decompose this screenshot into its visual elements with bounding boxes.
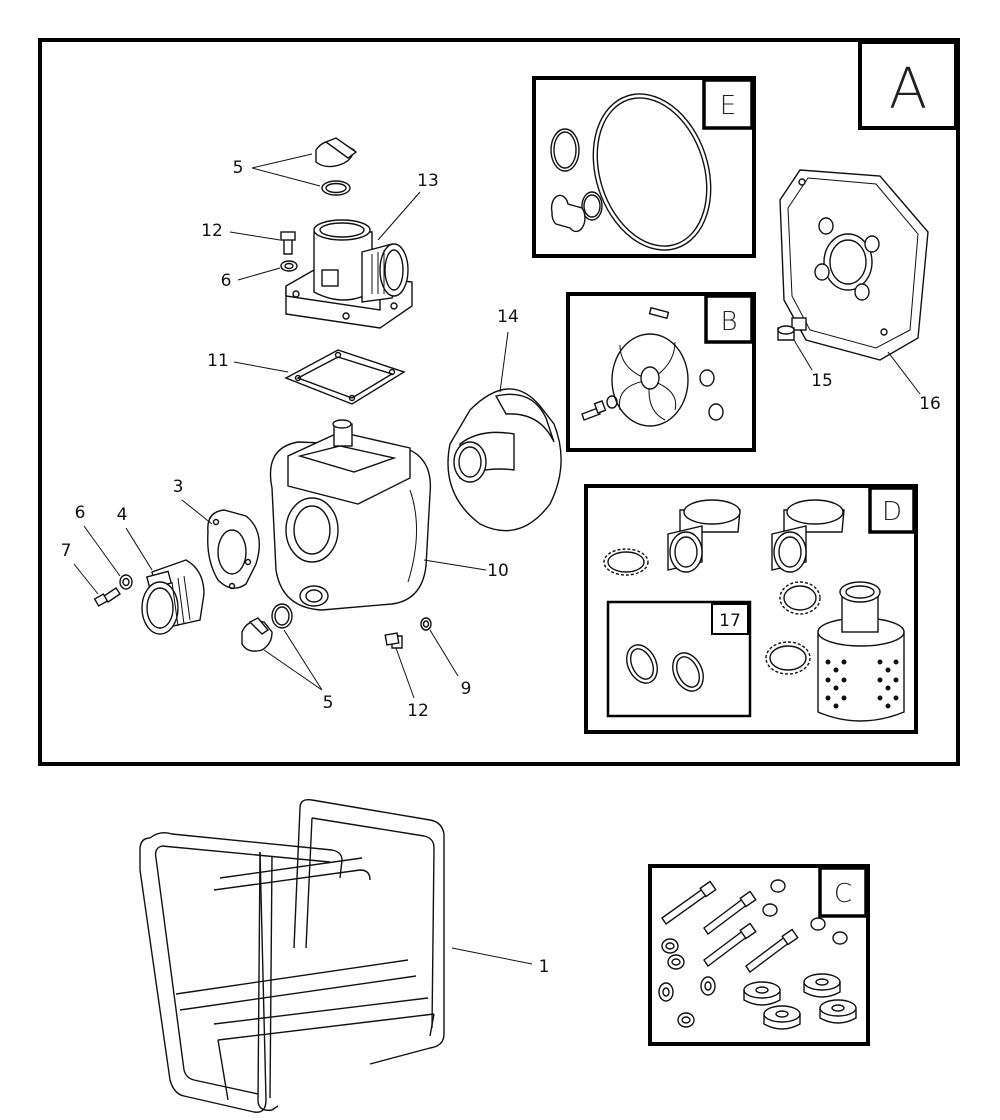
plug-washer	[271, 603, 293, 629]
section-e-seal-kit: E	[532, 76, 756, 258]
gasket-ring	[626, 644, 658, 684]
impeller-washer	[699, 369, 715, 387]
callout-14: 14	[497, 307, 519, 327]
section-e-label: E	[720, 91, 736, 121]
section-b-impeller-kit: B	[566, 292, 756, 452]
mounting-bolt	[661, 887, 709, 925]
section-a-frame: A	[38, 38, 960, 766]
callout-12-top: 12	[201, 221, 223, 241]
section-a-label: A	[889, 57, 927, 122]
callout-5-bottom: 5	[323, 693, 334, 713]
impeller-shim	[708, 403, 724, 421]
rubber-mount	[763, 1005, 801, 1030]
section-c-mounting-kit: C	[648, 864, 870, 1046]
kit-17-label: 17	[719, 611, 741, 631]
impeller-key	[648, 306, 670, 320]
section-d-label: D	[882, 497, 902, 527]
section-d-hose-kit: D	[584, 484, 918, 734]
part-14-volute	[447, 388, 562, 532]
rubber-mount	[819, 999, 857, 1024]
callout-10: 10	[487, 561, 509, 581]
part-4-suction-flange	[141, 559, 205, 635]
rubber-mount	[803, 973, 841, 998]
hose-tail-right	[771, 499, 845, 573]
small-o-ring	[550, 128, 580, 172]
hex-nut	[762, 903, 778, 917]
callout-12-bottom: 12	[407, 701, 429, 721]
callout-1: 1	[539, 957, 550, 977]
part-7-bolt	[93, 587, 121, 607]
part-10-pump-housing	[269, 419, 432, 611]
callout-11: 11	[207, 351, 229, 371]
callout-16: 16	[919, 394, 941, 414]
callout-4: 4	[117, 505, 128, 525]
part-5-drain-plug-bottom	[241, 603, 293, 652]
part-6-washer-top	[280, 260, 298, 272]
seal-ring	[581, 191, 603, 221]
callout-9: 9	[461, 679, 472, 699]
section-c-label: C	[834, 879, 852, 909]
seal-bushing	[550, 194, 586, 233]
flat-washer	[661, 938, 679, 954]
hose-clamp	[779, 581, 821, 615]
hose-tail-left	[667, 499, 741, 573]
mounting-bolt	[703, 896, 749, 936]
part-1-pump-frame	[139, 798, 445, 1113]
part-3-flange-gasket	[207, 509, 260, 590]
part-12-bolt-bottom	[384, 632, 403, 649]
part-16-back-plate	[779, 169, 929, 361]
callout-6-top: 6	[221, 271, 232, 291]
part-5-drain-plug-top	[315, 137, 358, 196]
part-13-discharge-elbow	[285, 219, 413, 329]
part-11-gasket	[284, 349, 406, 405]
impeller-bolt	[581, 407, 601, 421]
callout-3: 3	[173, 477, 184, 497]
hose-clamp	[603, 548, 649, 576]
hex-nut	[832, 931, 848, 945]
part-15-bolt	[777, 317, 807, 341]
callout-5-top: 5	[233, 158, 244, 178]
part-9-washer	[420, 617, 432, 631]
hex-nut	[770, 879, 786, 893]
hose-clamp	[765, 641, 811, 675]
part-6-washer-left	[119, 574, 133, 590]
section-b-label: B	[720, 307, 737, 337]
callout-15: 15	[811, 371, 833, 391]
lock-washer	[658, 982, 674, 1002]
callout-13: 13	[417, 171, 439, 191]
callout-7: 7	[61, 541, 72, 561]
large-o-ring	[592, 93, 712, 251]
hex-nut	[810, 917, 826, 931]
plug-washer	[321, 180, 351, 196]
mounting-bolt	[703, 928, 749, 968]
rubber-mount	[743, 981, 781, 1006]
mounting-bolt	[745, 934, 791, 974]
suction-strainer	[817, 581, 905, 722]
callout-6-left: 6	[75, 503, 86, 523]
gasket-ring	[672, 652, 704, 692]
